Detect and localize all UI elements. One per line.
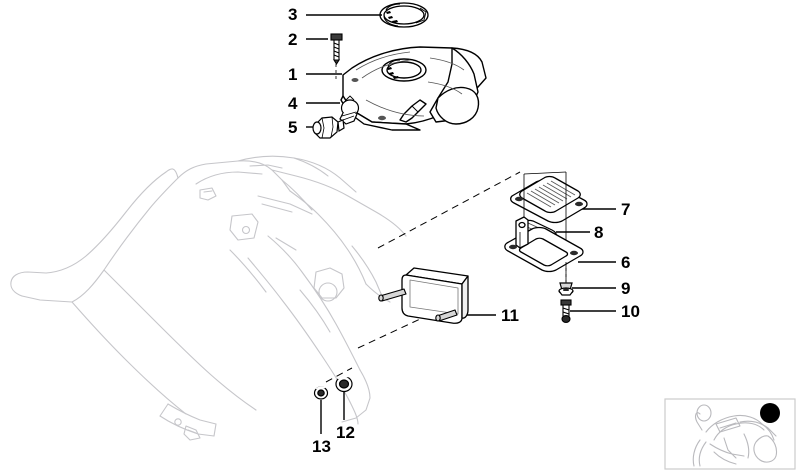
assembly-dashed-lines <box>325 171 521 383</box>
callout-label-13: 13 <box>312 437 331 456</box>
part-6-lamp-base <box>504 216 584 282</box>
part-13-grommet-small <box>313 386 329 400</box>
part-9-nut <box>558 282 574 296</box>
part-4-bulb <box>333 95 360 131</box>
part-3-cap-ring <box>379 2 429 28</box>
part-11-reflector-plate <box>378 267 469 324</box>
vehicle-location-thumbnail <box>664 398 796 470</box>
part-10-screw-long <box>560 299 572 323</box>
part-2-screw <box>330 33 343 80</box>
callout-label-7: 7 <box>621 200 631 219</box>
callout-label-10: 10 <box>621 302 640 321</box>
location-marker-dot <box>760 403 780 423</box>
callout-label-12: 12 <box>336 423 355 442</box>
callout-leader-lines <box>306 14 616 434</box>
callout-label-5: 5 <box>288 118 298 137</box>
callout-label-6: 6 <box>621 253 631 272</box>
callout-label-3: 3 <box>288 5 298 24</box>
part-12-grommet-large <box>335 375 353 393</box>
part-5-bulb-socket <box>312 116 345 139</box>
part-7-lamp-lens <box>510 171 588 288</box>
callout-label-9: 9 <box>621 279 631 298</box>
dashed-grommet-to-frame <box>325 367 353 383</box>
part-1-tail-light-cover <box>340 46 487 131</box>
callout-label-4: 4 <box>288 94 298 113</box>
callout-label-11: 11 <box>501 306 519 325</box>
callout-label-8: 8 <box>594 223 604 242</box>
dashed-reflector-to-frame <box>357 305 449 349</box>
callout-label-1: 1 <box>288 65 298 84</box>
motorcycle-tail-frame-ghost <box>10 155 407 441</box>
callout-label-2: 2 <box>288 30 298 49</box>
dashed-lamp-to-frame <box>377 171 521 249</box>
